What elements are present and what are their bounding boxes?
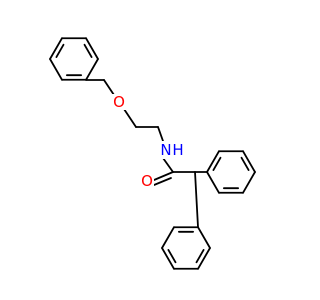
bond-layer — [49, 37, 256, 270]
bond-ch-bottom-ring — [194, 171, 199, 228]
benzyl-ring-bond-5 — [85, 37, 99, 60]
benzyl-ring-inner-bond-3 — [55, 43, 65, 58]
bond-carbonyl-o-1 — [153, 171, 174, 181]
phenyl-ring-bottom-inner-bond-0 — [195, 249, 205, 264]
bond-ch2-n — [157, 126, 164, 142]
carbonyl-oxygen-label: O — [141, 172, 153, 190]
benzyl-ring-bond-0 — [85, 58, 99, 81]
phenyl-ring-right-bond-5 — [242, 150, 256, 173]
phenyl-ring-bottom-bond-0 — [197, 247, 211, 270]
phenyl-ring-right-inner-bond-3 — [212, 156, 222, 171]
benzyl-ring-inner-bond-5 — [83, 43, 93, 58]
ether-oxygen-label: O — [113, 93, 125, 111]
bond-n-carbonyl — [162, 157, 174, 173]
structure-canvas: O N H O — [49, 37, 256, 270]
bond-carbonyl-o-2 — [153, 177, 172, 186]
atom-carbonyl-oxygen: O — [140, 172, 154, 190]
phenyl-ring-bottom-bond-3 — [161, 226, 175, 249]
phenyl-ring-right-bond-2 — [206, 171, 220, 194]
phenyl-ring-right-bond-0 — [242, 171, 256, 194]
molecule-diagram: O N H O — [49, 37, 256, 270]
bond-o-ch2 — [123, 108, 137, 128]
bond-ch2-o — [103, 79, 115, 96]
phenyl-ring-bottom-inner-bond-2 — [167, 249, 177, 264]
phenyl-ring-right-bond-3 — [206, 150, 220, 173]
atom-ether-oxygen: O — [112, 93, 126, 111]
benzyl-ring-bond-3 — [49, 37, 63, 60]
amide-nitrogen-label: N — [160, 141, 171, 159]
benzyl-ring-bond-2 — [49, 58, 63, 81]
phenyl-ring-bottom-bond-5 — [197, 226, 211, 249]
atom-amide-nitrogen: N H — [160, 141, 186, 159]
phenyl-ring-right-inner-bond-5 — [240, 156, 250, 171]
phenyl-ring-bottom-bond-2 — [161, 247, 175, 270]
amide-hydrogen-label: H — [172, 141, 183, 159]
